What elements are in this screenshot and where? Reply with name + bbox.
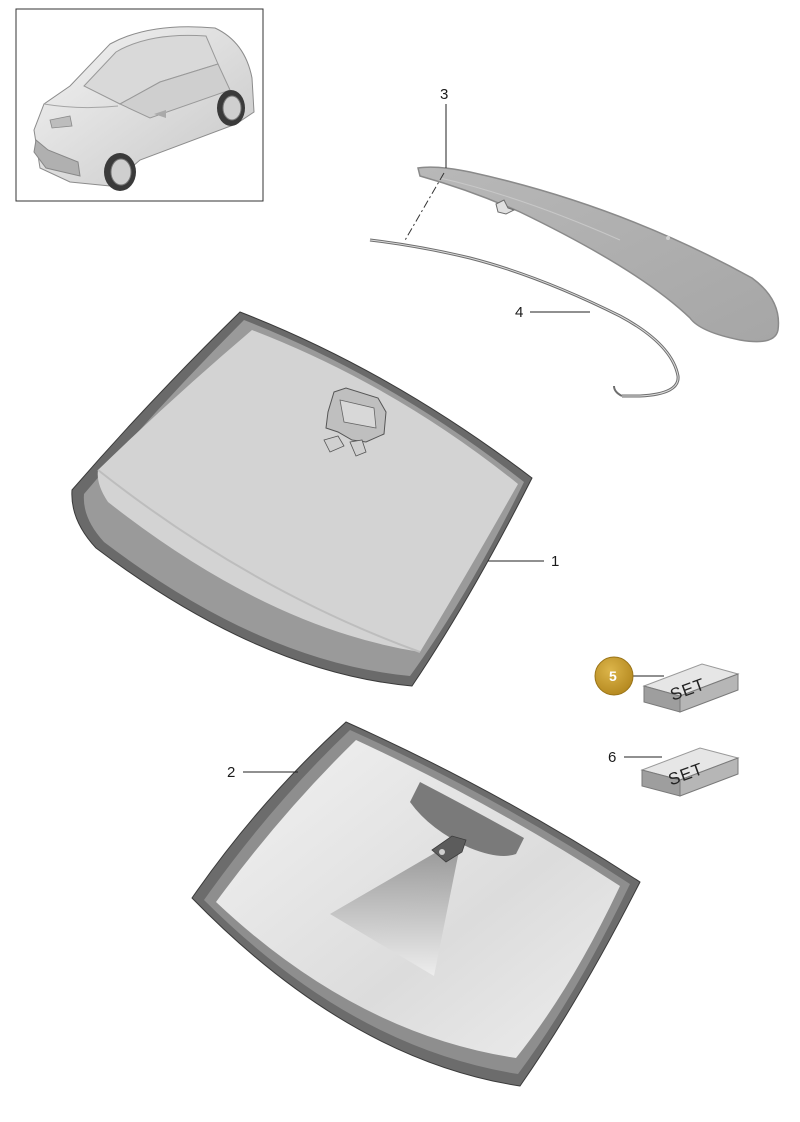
assembly-connector-line	[403, 172, 445, 243]
set-box-6[interactable]: SET	[640, 747, 740, 797]
callout-3[interactable]: 3	[440, 86, 448, 103]
windscreen-2[interactable]	[191, 721, 641, 1087]
callout-2[interactable]: 2	[227, 764, 235, 781]
callout-5: 5	[609, 668, 617, 684]
rear-window-seal[interactable]	[369, 238, 680, 398]
rear-window-glass[interactable]	[417, 166, 780, 343]
sensor-bracket	[323, 387, 387, 457]
callout-4[interactable]: 4	[515, 304, 523, 321]
leader-lines	[243, 104, 664, 773]
windscreen-1[interactable]	[71, 311, 533, 687]
callout-1[interactable]: 1	[551, 553, 559, 570]
set-box-5[interactable]: SET	[642, 663, 740, 713]
vehicle-thumbnail	[15, 8, 264, 202]
callout-5-badge[interactable]: 5	[594, 656, 634, 696]
callout-6[interactable]: 6	[608, 749, 616, 766]
car-icon	[33, 26, 255, 191]
